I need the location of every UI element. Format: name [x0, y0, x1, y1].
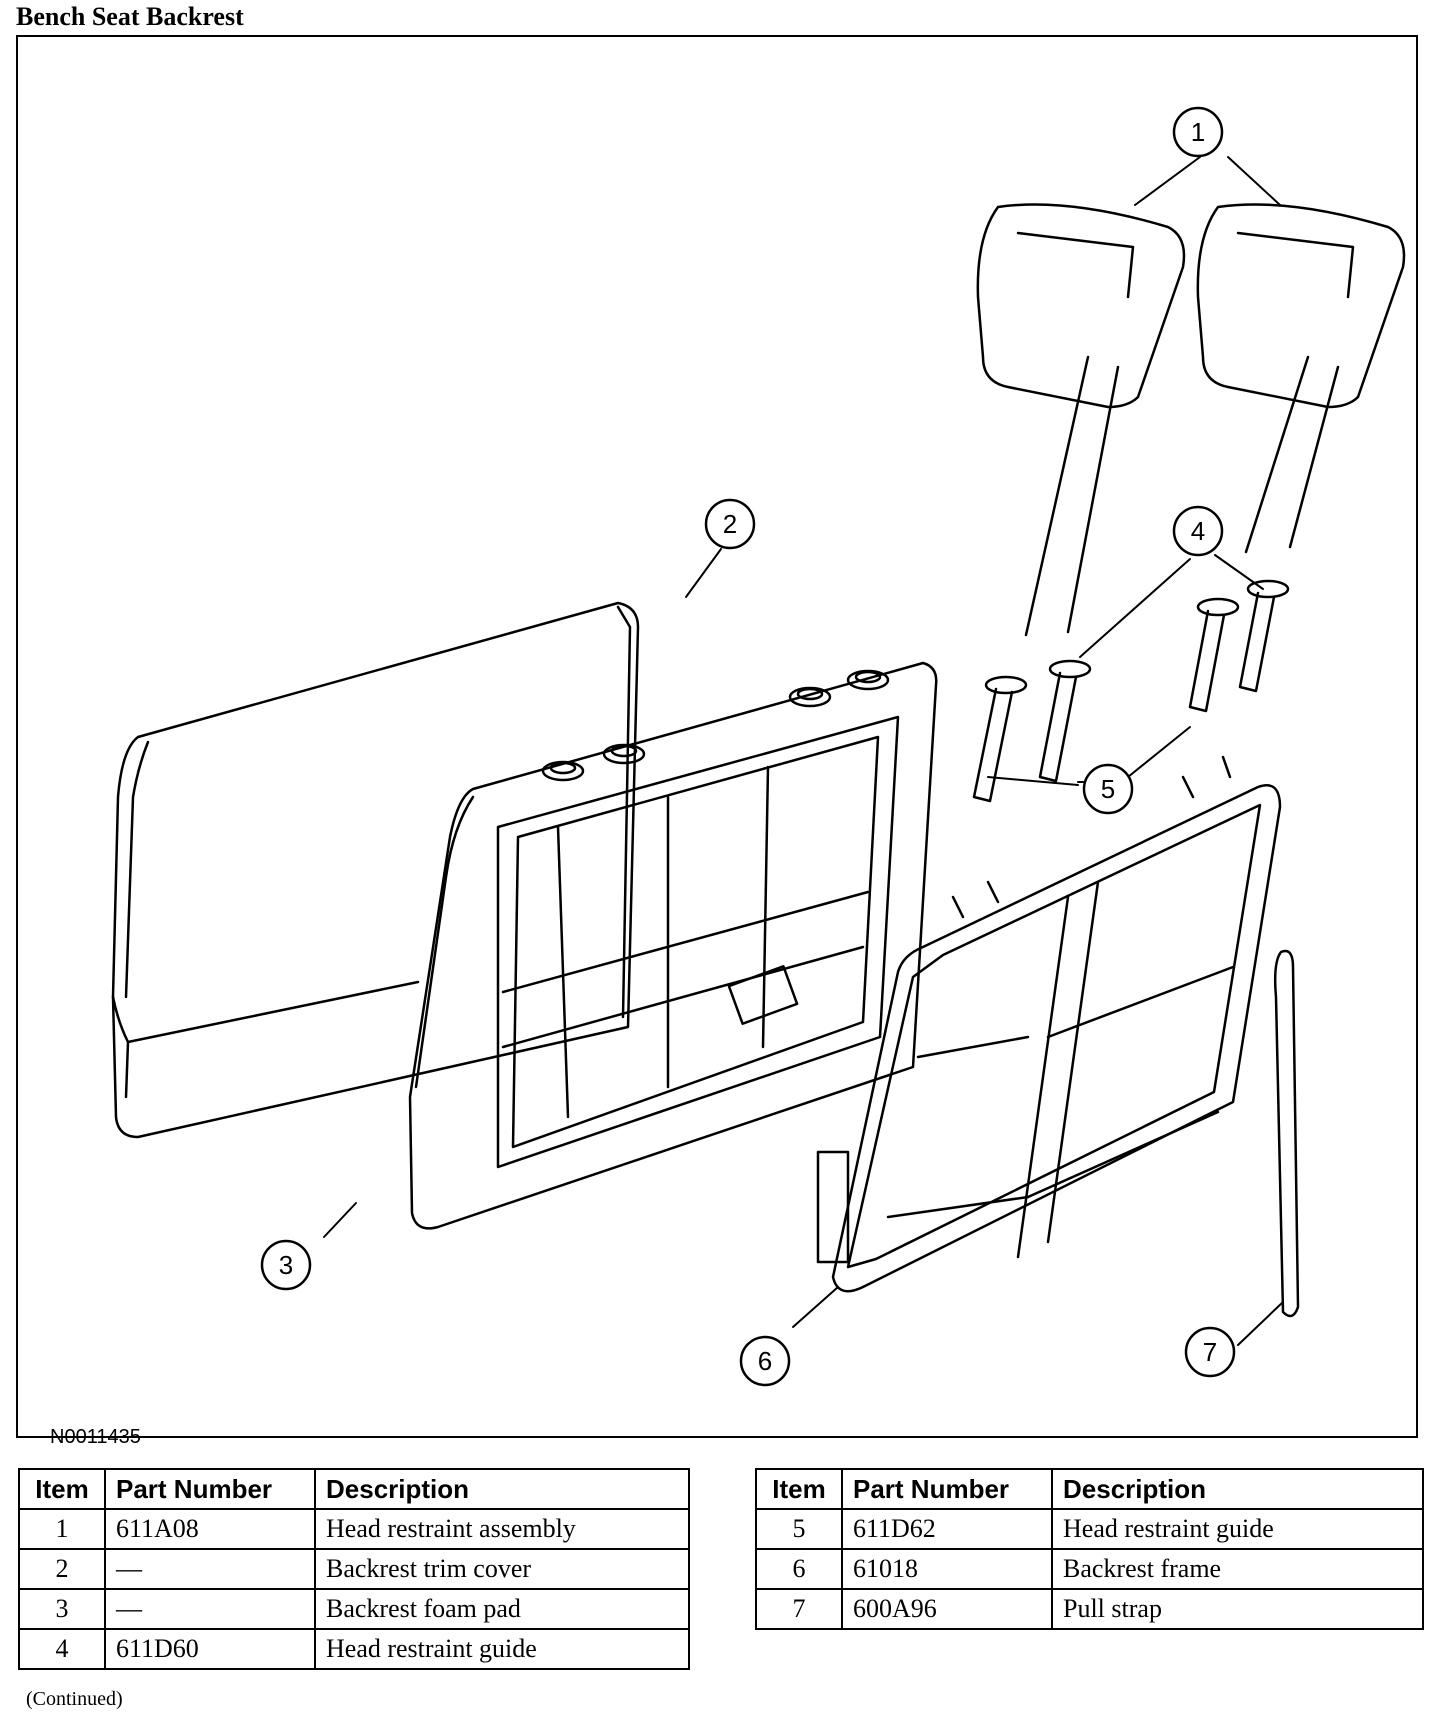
table-header-row: Item Part Number Description	[18, 1468, 690, 1510]
callout-1: 1	[1172, 106, 1224, 158]
table-row: 7 600A96 Pull strap	[755, 1588, 1424, 1630]
pull-strap-drawing	[1273, 949, 1300, 1318]
table-row: 6 61018 Backrest frame	[755, 1548, 1424, 1590]
continued-note: (Continued)	[26, 1688, 123, 1710]
cell-item: 4	[18, 1628, 106, 1670]
cell-description: Backrest foam pad	[314, 1588, 690, 1630]
callout-6-label: 6	[758, 1346, 772, 1376]
parts-table-right: Item Part Number Description 5 611D62 He…	[755, 1468, 1424, 1630]
callout-4-label: 4	[1191, 516, 1205, 546]
callout-3-label: 3	[279, 1250, 293, 1280]
cell-description: Pull strap	[1051, 1588, 1424, 1630]
cell-description: Head restraint assembly	[314, 1508, 690, 1550]
cell-item: 7	[755, 1588, 843, 1630]
table-row: 1 611A08 Head restraint assembly	[18, 1508, 690, 1550]
figure-id: N0011435	[50, 1426, 141, 1448]
table-row: 4 611D60 Head restraint guide	[18, 1628, 690, 1670]
cell-item: 1	[18, 1508, 106, 1550]
cell-part-number: 611A08	[104, 1508, 316, 1550]
cell-item: 5	[755, 1508, 843, 1550]
cell-part-number: 600A96	[841, 1588, 1053, 1630]
cell-item: 6	[755, 1548, 843, 1590]
table-row: 3 — Backrest foam pad	[18, 1588, 690, 1630]
leader-lines	[323, 156, 1284, 1346]
backrest-trim-cover-drawing	[111, 601, 640, 1139]
backrest-foam-pad-drawing	[408, 661, 938, 1230]
backrest-frame-drawing	[816, 755, 1282, 1293]
cell-description: Head restraint guide	[314, 1628, 690, 1670]
callout-5-label: 5	[1101, 774, 1115, 804]
head-restraint-guides-drawing	[972, 579, 1290, 803]
cell-item: 2	[18, 1548, 106, 1590]
header-part-number: Part Number	[841, 1468, 1053, 1510]
cell-description: Backrest trim cover	[314, 1548, 690, 1590]
callout-5: 5	[1082, 763, 1134, 815]
callout-1-label: 1	[1191, 117, 1205, 147]
seat-illustration: 1 2 3 4 5 6 7	[111, 106, 1406, 1387]
table-row: 5 611D62 Head restraint guide	[755, 1508, 1424, 1550]
parts-table-left: Item Part Number Description 1 611A08 He…	[18, 1468, 690, 1670]
callout-2-label: 2	[723, 509, 737, 539]
cell-part-number: —	[104, 1588, 316, 1630]
callout-7-label: 7	[1203, 1337, 1217, 1367]
header-description: Description	[314, 1468, 690, 1510]
page-title: Bench Seat Backrest	[16, 2, 244, 31]
header-item: Item	[755, 1468, 843, 1510]
cell-part-number: 611D60	[104, 1628, 316, 1670]
callout-4: 4	[1172, 505, 1224, 557]
cell-part-number: —	[104, 1548, 316, 1590]
header-part-number: Part Number	[104, 1468, 316, 1510]
header-description: Description	[1051, 1468, 1424, 1510]
table-row: 2 — Backrest trim cover	[18, 1548, 690, 1590]
cell-part-number: 611D62	[841, 1508, 1053, 1550]
cell-part-number: 61018	[841, 1548, 1053, 1590]
table-header-row: Item Part Number Description	[755, 1468, 1424, 1510]
cell-item: 3	[18, 1588, 106, 1630]
callout-3: 3	[260, 1239, 312, 1291]
callout-6: 6	[739, 1335, 791, 1387]
head-restraint-drawing	[976, 203, 1406, 637]
exploded-view-figure: 1 2 3 4 5 6 7 N0011435	[16, 35, 1418, 1448]
callout-7: 7	[1184, 1326, 1236, 1378]
callout-2: 2	[704, 498, 756, 550]
cell-description: Head restraint guide	[1051, 1508, 1424, 1550]
cell-description: Backrest frame	[1051, 1548, 1424, 1590]
header-item: Item	[18, 1468, 106, 1510]
